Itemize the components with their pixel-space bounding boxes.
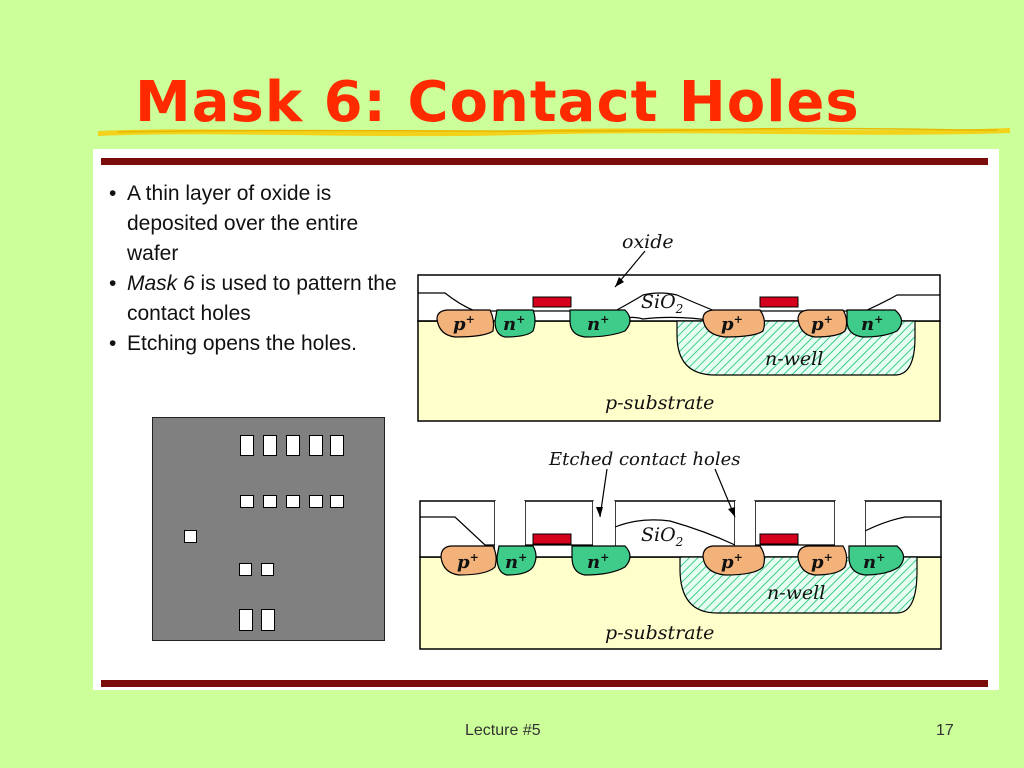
contact-hole <box>240 435 254 456</box>
label-p-plus: p+ <box>721 551 743 573</box>
bottom-rule <box>101 680 988 687</box>
contact-opening <box>593 501 615 557</box>
title-underline <box>98 127 1010 137</box>
contact-hole <box>330 495 344 508</box>
contact-hole <box>309 495 323 508</box>
bullet-item: • Mask 6 is used to pattern the contact … <box>107 269 407 329</box>
p-plus-region <box>797 545 848 576</box>
label-n-well: n-well <box>767 582 825 604</box>
contact-hole <box>261 609 275 631</box>
bullet-text: is used to pattern the contact holes <box>127 272 397 325</box>
label-p-plus: p+ <box>811 313 833 335</box>
label-p-plus: p+ <box>811 551 833 573</box>
bullet-list: • A thin layer of oxide is deposited ove… <box>107 179 407 359</box>
contact-hole <box>286 435 300 456</box>
label-sio2: SiO2 <box>641 291 683 316</box>
page-number: 17 <box>936 722 954 739</box>
cross-section-oxide: oxide SiO2 n-well p-substrate p+ n+ n+ p… <box>417 231 941 422</box>
p-plus-region <box>440 545 497 576</box>
bullet-item: • A thin layer of oxide is deposited ove… <box>107 179 407 269</box>
label-n-plus: n+ <box>587 551 609 573</box>
top-rule <box>101 158 988 165</box>
contact-hole <box>261 563 274 576</box>
mask-6-layout <box>152 417 385 641</box>
contact-hole <box>330 435 344 456</box>
slide-title: Mask 6: Contact Holes <box>135 70 860 135</box>
label-etched-contact-holes: Etched contact holes <box>548 449 741 470</box>
n-plus-region <box>571 545 631 576</box>
bullet-dot: • <box>109 272 117 295</box>
contact-hole <box>184 530 197 543</box>
gate-poly <box>532 533 572 545</box>
bullet-text: Etching opens the holes. <box>127 332 357 355</box>
cross-section-etched: Etched contact holes SiO2 n-well p-subst… <box>419 449 942 650</box>
contact-hole <box>239 609 253 631</box>
label-p-plus: p+ <box>453 313 475 335</box>
label-p-plus: p+ <box>721 313 743 335</box>
n-plus-region <box>496 545 537 576</box>
bullet-dot: • <box>109 182 117 205</box>
holes-arrow-head <box>596 507 603 517</box>
label-n-plus: n+ <box>505 551 527 573</box>
label-sio2: SiO2 <box>641 524 683 549</box>
p-plus-region <box>702 309 766 338</box>
n-plus-region <box>848 545 905 576</box>
label-p-plus: p+ <box>457 551 479 573</box>
label-n-well: n-well <box>765 348 823 370</box>
n-plus-region <box>846 309 903 338</box>
footer-lecture: Lecture #5 <box>465 722 541 739</box>
gate-poly <box>759 533 799 545</box>
label-p-substrate: p-substrate <box>605 392 714 414</box>
contact-hole <box>309 435 323 456</box>
label-n-plus: n+ <box>861 313 883 335</box>
gate-poly <box>759 296 799 308</box>
label-n-plus: n+ <box>503 313 525 335</box>
gate-poly <box>532 296 572 308</box>
contact-hole <box>263 435 277 456</box>
oxide-arrow-head <box>615 277 624 287</box>
p-plus-region <box>702 545 766 576</box>
holes-arrow-head <box>728 507 735 517</box>
contact-hole <box>240 495 254 508</box>
bullet-dot: • <box>109 332 117 355</box>
contact-hole <box>239 563 252 576</box>
n-plus-region <box>494 309 536 338</box>
label-n-plus: n+ <box>863 551 885 573</box>
field-oxide-outline <box>420 516 941 546</box>
p-plus-region <box>436 309 495 338</box>
bullet-text: A thin layer of oxide is deposited over … <box>127 182 359 265</box>
label-p-substrate: p-substrate <box>605 622 714 644</box>
label-oxide: oxide <box>622 231 674 253</box>
p-plus-region <box>797 309 848 338</box>
contact-hole <box>263 495 277 508</box>
n-plus-region <box>569 309 631 338</box>
contact-hole <box>286 495 300 508</box>
contact-opening <box>735 501 755 557</box>
content-panel: • A thin layer of oxide is deposited ove… <box>93 149 999 690</box>
bullet-item: • Etching opens the holes. <box>107 329 407 359</box>
bullet-text-italic: Mask 6 <box>127 272 195 295</box>
label-n-plus: n+ <box>587 313 609 335</box>
